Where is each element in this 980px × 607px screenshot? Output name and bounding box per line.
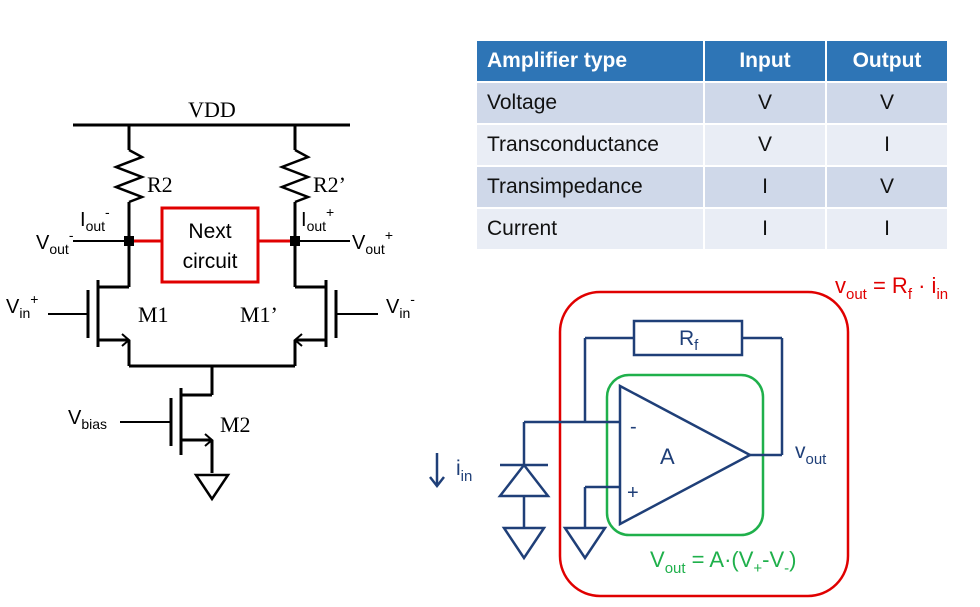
table-row: Transconductance V I [477, 123, 947, 166]
vout-minus-label: Vout- [36, 227, 74, 257]
iout-plus-label: Iout+ [301, 204, 334, 234]
next-circuit-block [129, 206, 295, 284]
opamp-triangle [618, 383, 753, 527]
table-cell: I [704, 165, 827, 208]
header-output: Output [826, 41, 947, 82]
table-cell: Transconductance [477, 123, 705, 166]
resistor-r2 [112, 148, 146, 204]
opamp-plus-label: + [627, 482, 639, 504]
vdd-label: VDD [188, 97, 236, 122]
opamp-outline-green [605, 373, 765, 537]
iin-label: iin [456, 457, 472, 485]
rf-label: Rf [679, 327, 699, 354]
table-cell: Voltage [477, 81, 705, 124]
node-dot-right [290, 236, 300, 246]
table-cell: Current [477, 207, 705, 249]
resistor-r2p [278, 148, 312, 204]
next-circuit-label-line2: circuit [183, 250, 238, 273]
formula-green: Vout = A·(V+-V-) [650, 547, 797, 577]
m1-label: M1 [138, 302, 169, 327]
header-input: Input [704, 41, 827, 82]
table-row: Voltage V V [477, 81, 947, 124]
amplifier-type-table: Amplifier type Input Output Voltage V V … [477, 41, 947, 249]
table-row: Transimpedance I V [477, 165, 947, 208]
formula-red: vout = Rf · iin [835, 273, 948, 303]
table-cell: I [826, 207, 947, 249]
ground-symbol-m2 [193, 473, 231, 502]
diode-triangle [497, 462, 551, 498]
table-cell: V [704, 123, 827, 166]
vout-tia-label: vout [795, 440, 827, 468]
vout-plus-label: Vout+ [352, 227, 393, 257]
differential-pair-circuit [48, 123, 378, 502]
opamp-gain-label: A [660, 444, 675, 469]
table-cell: V [704, 81, 827, 124]
vbias-label: Vbias [68, 407, 107, 432]
next-circuit-label-line1: Next [188, 220, 231, 243]
table-cell: I [826, 123, 947, 166]
vin-minus-label: Vin- [386, 291, 415, 321]
r2p-label: R2’ [313, 172, 346, 197]
opamp-minus-label: - [630, 416, 637, 438]
tia-circuit [429, 319, 784, 561]
tia-outline-red [558, 290, 850, 598]
r2-label: R2 [147, 172, 173, 197]
table-cell: I [704, 207, 827, 249]
iout-minus-label: Iout- [80, 204, 110, 234]
m1p-label: M1’ [240, 302, 278, 327]
header-amplifier-type: Amplifier type [477, 41, 705, 82]
ground-symbol-diode [501, 526, 547, 561]
table-row: Current I I [477, 207, 947, 249]
table-header-row: Amplifier type Input Output [477, 41, 947, 82]
table-cell: V [826, 165, 947, 208]
ground-symbol-opamp [562, 526, 608, 561]
node-dot-left [124, 236, 134, 246]
table-cell: V [826, 81, 947, 124]
m2-label: M2 [220, 412, 251, 437]
table-cell: Transimpedance [477, 165, 705, 208]
vin-plus-label: Vin+ [6, 291, 38, 321]
